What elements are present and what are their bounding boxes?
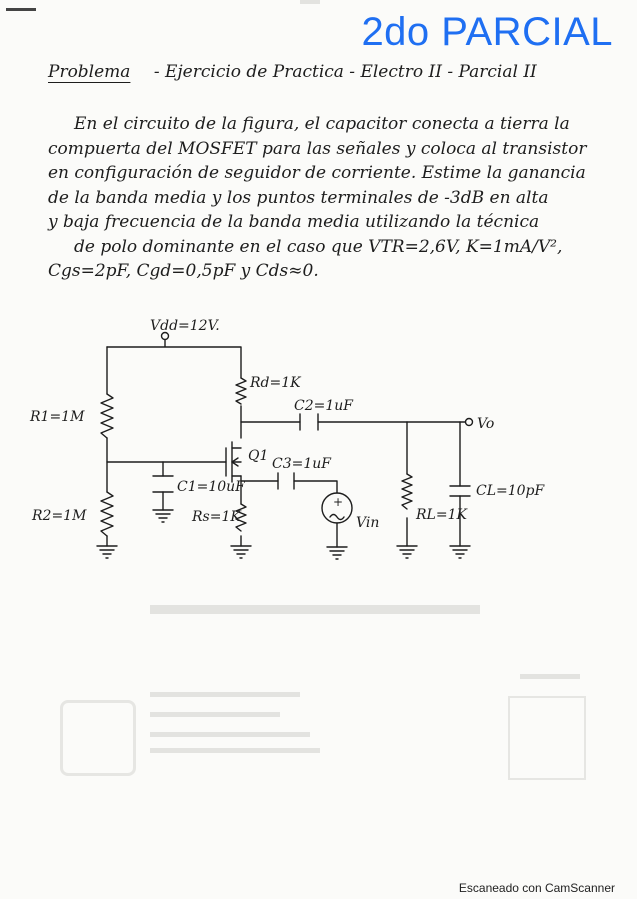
resistor-rs xyxy=(235,503,247,532)
label-vo: Vo xyxy=(477,416,494,432)
resistor-r2 xyxy=(100,491,114,537)
label-vin: Vin xyxy=(356,515,379,531)
problem-statement: En el circuito de la figura, el capacito… xyxy=(48,112,588,284)
problem-heading: Problema - Ejercicio de Practica - Elect… xyxy=(48,62,537,82)
statement-line: de la banda media y los puntos terminale… xyxy=(48,187,549,208)
bleed-through-mark xyxy=(150,748,320,753)
bleed-through-box xyxy=(508,696,586,780)
statement-line: de polo dominante en el caso que VTR=2,6… xyxy=(74,236,563,257)
statement-line: En el circuito de la figura, el capacito… xyxy=(74,114,570,134)
bleed-through-mark xyxy=(6,8,36,11)
capacitor-c3 xyxy=(277,472,295,490)
bleed-through-mark xyxy=(150,712,280,717)
resistor-r1 xyxy=(100,393,114,439)
voltage-source-vin xyxy=(321,492,353,524)
ground-symbol xyxy=(152,509,174,523)
source-plus-sign: + xyxy=(333,495,343,509)
exam-title: 2do PARCIAL xyxy=(361,10,613,54)
ground-symbol xyxy=(96,545,118,559)
bleed-through-mark xyxy=(300,0,320,4)
bleed-through-mark xyxy=(150,692,300,697)
ground-symbol xyxy=(449,545,471,559)
statement-line: en configuración de seguidor de corrient… xyxy=(48,163,586,183)
statement-line: Cgs=2pF, Cgd=0,5pF y Cds≈0. xyxy=(48,261,319,281)
bleed-through-mark xyxy=(150,605,480,614)
ground-symbol xyxy=(230,545,252,559)
ground-symbol xyxy=(326,546,348,560)
bleed-through-mark xyxy=(150,732,310,737)
statement-line: y baja frecuencia de la banda media util… xyxy=(48,212,540,232)
circuit-wires xyxy=(106,339,466,548)
label-q1: Q1 xyxy=(248,448,268,464)
vdd-terminal xyxy=(160,331,170,341)
bleed-through-stamp xyxy=(60,700,136,776)
label-c1: C1=10uF xyxy=(177,479,246,495)
label-vdd: Vdd=12V. xyxy=(150,318,220,334)
problem-subtitle: - Ejercicio de Practica - Electro II - P… xyxy=(153,62,537,82)
bleed-through-mark xyxy=(520,674,580,679)
ground-symbol xyxy=(396,545,418,559)
capacitor-c1 xyxy=(152,475,174,493)
label-c2: C2=1uF xyxy=(294,398,354,414)
label-c3: C3=1uF xyxy=(272,456,332,472)
resistor-rl xyxy=(401,473,413,510)
resistor-rd xyxy=(235,377,247,405)
label-rd: Rd=1K xyxy=(249,375,302,391)
capacitor-cl xyxy=(449,485,471,497)
label-r2: R2=1M xyxy=(31,508,87,524)
label-r1: R1=1M xyxy=(29,409,85,425)
label-cl: CL=10pF xyxy=(476,483,546,499)
statement-line: compuerta del MOSFET para las señales y … xyxy=(48,138,587,159)
mosfet-q1 xyxy=(225,441,242,483)
label-rl: RL=1K xyxy=(415,507,468,523)
vo-terminal xyxy=(464,417,474,427)
problem-label: Problema xyxy=(48,62,131,82)
scanner-watermark: Escaneado con CamScanner xyxy=(458,881,615,895)
capacitor-c2 xyxy=(299,413,319,431)
label-rs: Rs=1K xyxy=(191,509,242,525)
